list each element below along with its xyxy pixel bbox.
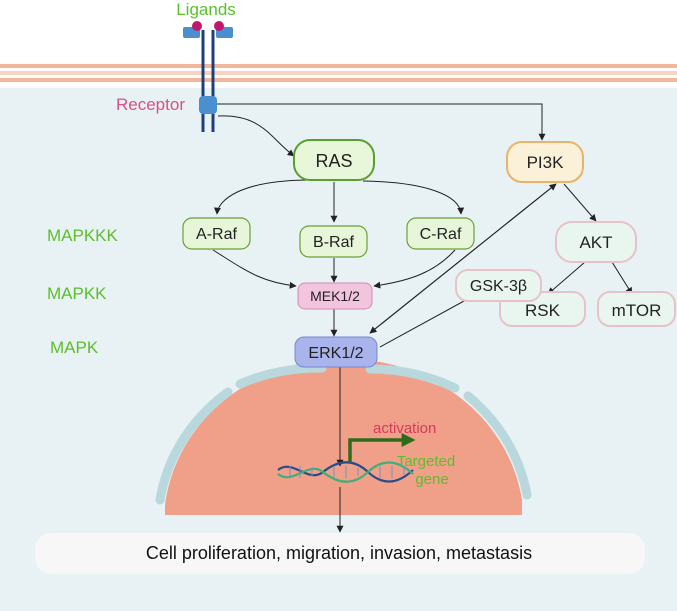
signal-arrows xyxy=(212,103,633,533)
plasma-membrane xyxy=(0,64,677,82)
araf-node: A-Raf xyxy=(182,217,251,250)
braf-node: B-Raf xyxy=(299,225,368,258)
araf-label: A-Raf xyxy=(196,226,237,243)
mek-node: MEK1/2 xyxy=(297,282,373,310)
akt-node: AKT xyxy=(555,221,637,263)
dna-icon xyxy=(277,461,414,483)
mapkkk-label: MAPKKK xyxy=(47,226,119,245)
rsk-label: RSK xyxy=(525,301,561,320)
ras-node: RAS xyxy=(293,139,375,181)
targeted-gene-line2: gene xyxy=(415,471,448,488)
erk-node: ERK1/2 xyxy=(294,336,378,368)
craf-node: C-Raf xyxy=(406,217,475,250)
erk-label: ERK1/2 xyxy=(308,345,363,362)
activation-label: activation xyxy=(373,420,436,437)
targeted-gene-line1: Targeted xyxy=(397,453,455,470)
activation-arrow-icon xyxy=(348,433,416,462)
mtor-label: mTOR xyxy=(612,301,662,320)
ras-label: RAS xyxy=(315,151,352,171)
ligand-left xyxy=(192,21,202,31)
pi3k-node: PI3K xyxy=(506,141,584,183)
nucleus xyxy=(155,358,532,515)
receptor xyxy=(183,21,233,132)
ligands-label: Ligands xyxy=(176,0,236,19)
gsk3b-node: GSK-3β xyxy=(455,269,542,302)
mek-label: MEK1/2 xyxy=(310,288,360,304)
akt-label: AKT xyxy=(579,233,612,252)
pi3k-label: PI3K xyxy=(527,153,565,172)
outcome-label: Cell proliferation, migration, invasion,… xyxy=(146,543,532,563)
gsk3b-label: GSK-3β xyxy=(470,278,527,295)
mapkk-label: MAPKK xyxy=(47,284,107,303)
receptor-label: Receptor xyxy=(116,95,185,114)
outcome-box: Cell proliferation, migration, invasion,… xyxy=(35,533,645,574)
ligand-right xyxy=(214,21,224,31)
mtor-node: mTOR xyxy=(597,291,676,327)
braf-label: B-Raf xyxy=(313,234,354,251)
craf-label: C-Raf xyxy=(420,226,462,243)
mapk-label: MAPK xyxy=(50,338,99,357)
